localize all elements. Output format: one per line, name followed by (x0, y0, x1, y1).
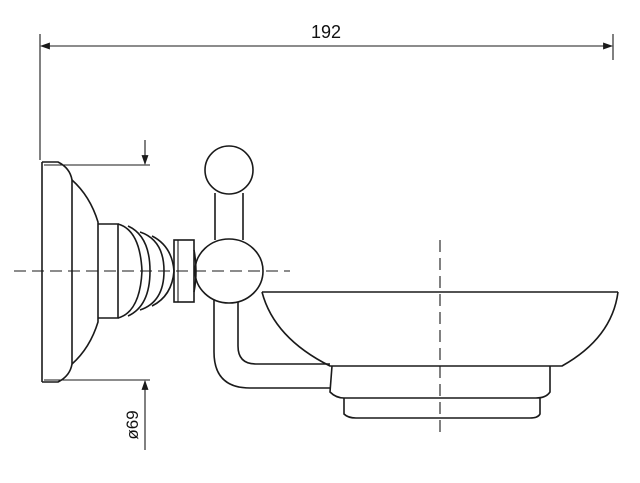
collar-lobe-1 (117, 223, 143, 319)
dish-holder-ring (329, 365, 551, 399)
width-dimension-label: 192 (311, 22, 341, 42)
diameter-dimension: ø69 (44, 140, 150, 450)
wall-rosette (41, 161, 99, 383)
dish-foot (343, 398, 541, 419)
decorative-collar (98, 223, 195, 319)
dish-bowl (261, 291, 619, 367)
rosette-flange (42, 161, 73, 383)
holder-arm (213, 300, 330, 389)
rosette-dome (71, 179, 99, 365)
collar-lobe-2 (127, 225, 151, 317)
soap-dish (261, 291, 619, 419)
arm-inner (237, 302, 330, 365)
collar-lobe-3 (139, 231, 165, 311)
collar-neck (173, 239, 195, 303)
hub-ball (194, 238, 264, 304)
diameter-dimension-label: ø69 (123, 410, 142, 439)
center-lines (14, 240, 441, 438)
hub-joint (193, 249, 197, 293)
collar-base (98, 223, 119, 319)
width-dimension: 192 (39, 22, 614, 160)
arm-outer (213, 300, 330, 389)
finial-knob (204, 145, 254, 195)
finial-stem (214, 193, 244, 240)
hub-assembly (193, 145, 264, 304)
